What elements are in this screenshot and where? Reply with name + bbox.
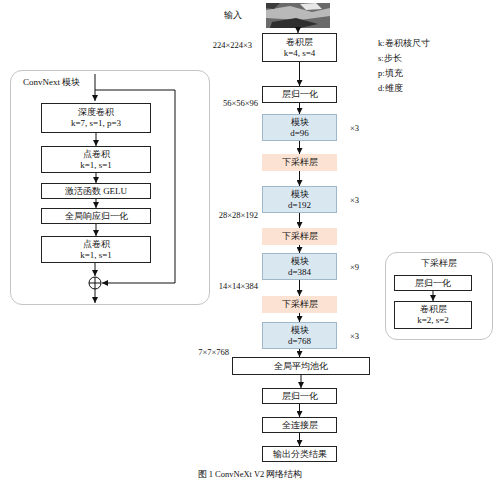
- norm-layer-box: 层归一化: [262, 388, 337, 404]
- flow-arrow: [96, 199, 97, 208]
- node-text: 层归一化: [282, 391, 318, 402]
- grn-box: 全局响应归一化: [41, 208, 151, 224]
- photo-patch: [270, 18, 318, 28]
- flow-arrow: [96, 173, 97, 183]
- repeat-count: ×9: [350, 262, 359, 273]
- flow-arrow: [96, 133, 97, 146]
- symbol-note: p:填充: [378, 68, 403, 79]
- add-symbol-bar: [95, 277, 96, 289]
- dimension-label: 56×56×96: [223, 98, 258, 109]
- node-text: 模块: [291, 189, 309, 200]
- node-text: d=192: [288, 200, 311, 211]
- module-box: 模块d=192: [262, 186, 337, 213]
- activation-box: 激活函数 GELU: [41, 183, 151, 199]
- flow-arrow: [299, 433, 300, 446]
- sum-arrow: [95, 262, 96, 276]
- conv-layer-box: 卷积层k=2, s=2: [394, 301, 472, 329]
- pointwise-conv-box: 点卷积k=1, s=1: [41, 236, 151, 263]
- flow-arrow: [433, 291, 434, 301]
- downsample-box: 下采样层: [262, 296, 337, 313]
- node-text: k=4, s=4: [284, 48, 316, 59]
- flow-arrow: [96, 224, 97, 236]
- input-label: 输入: [224, 10, 242, 21]
- photo-patch: [300, 3, 322, 10]
- input-photo: [266, 3, 330, 28]
- node-text: 模块: [291, 256, 309, 267]
- pointwise-conv-box: 点卷积k=1, s=1: [41, 146, 151, 173]
- flow-arrow: [299, 313, 300, 322]
- node-text: 全局响应归一化: [65, 211, 128, 222]
- node-text: 下采样层: [282, 299, 318, 310]
- flow-arrow: [299, 141, 300, 154]
- block-output-arrow: [95, 289, 96, 303]
- node-text: 模块: [291, 117, 309, 128]
- node-text: 下采样层: [282, 231, 318, 242]
- flow-arrow: [298, 28, 299, 33]
- node-text: 全局平均池化: [274, 361, 328, 372]
- flow-arrow: [299, 404, 300, 417]
- flow-arrow: [301, 375, 302, 388]
- node-text: 模块: [291, 325, 309, 336]
- photo-base: [266, 3, 330, 28]
- input-image: 输入: [266, 3, 330, 28]
- node-text: 层归一化: [415, 278, 451, 289]
- depthwise-conv-box: 深度卷积k=7, s=1, p=3: [41, 103, 151, 133]
- node-text: 卷积层: [420, 304, 447, 315]
- flow-arrow: [299, 62, 300, 86]
- repeat-count: ×3: [350, 123, 359, 134]
- flow-arrow: [299, 171, 300, 186]
- node-text: 激活函数 GELU: [65, 186, 127, 197]
- add-symbol: [89, 277, 101, 289]
- downsample-box: 下采样层: [262, 228, 337, 245]
- node-text: d=384: [288, 267, 311, 278]
- downsample-box: 下采样层: [262, 154, 337, 171]
- repeat-count: ×3: [350, 331, 359, 342]
- block-input-arrow: [95, 74, 96, 101]
- output-box: 输出分类结果: [262, 446, 337, 462]
- repeat-count: ×3: [350, 195, 359, 206]
- module-box: 模块d=768: [262, 322, 337, 349]
- module-box: 模块d=96: [262, 114, 337, 141]
- photo-patch: [266, 3, 280, 9]
- flow-arrow: [299, 245, 300, 253]
- flow-arrow: [299, 213, 300, 228]
- norm-layer-box: 层归一化: [394, 275, 472, 291]
- dimension-label: 28×28×192: [219, 210, 258, 221]
- node-text: 卷积层: [286, 37, 313, 48]
- node-text: 下采样层: [282, 157, 318, 168]
- norm-layer-box: 层归一化: [262, 86, 337, 103]
- flow-arrow: [299, 103, 300, 114]
- node-text: d=768: [288, 336, 311, 347]
- dimension-label: 14×14×384: [219, 281, 258, 292]
- node-text: d=96: [290, 128, 309, 139]
- fc-layer-box: 全连接层: [262, 417, 337, 433]
- node-text: k=1, s=1: [80, 160, 112, 171]
- symbol-note: s:步长: [378, 53, 402, 64]
- dimension-label: 7×7×768: [198, 347, 229, 358]
- module-panel: ConvNext 模块深度卷积k=7, s=1, p=3点卷积k=1, s=1激…: [10, 70, 210, 305]
- flow-arrow: [299, 280, 300, 296]
- node-text: k=1, s=1: [80, 250, 112, 261]
- node-text: 点卷积: [83, 149, 110, 160]
- flow-arrow: [299, 349, 300, 357]
- node-text: k=7, s=1, p=3: [71, 118, 121, 129]
- panel-title: ConvNext 模块: [23, 77, 80, 88]
- conv-layer-box: 卷积层k=4, s=4: [262, 33, 337, 62]
- node-text: k=2, s=2: [417, 315, 449, 326]
- node-text: 输出分类结果: [273, 449, 327, 460]
- node-text: 全连接层: [282, 420, 318, 431]
- symbol-note: k:卷积核尺寸: [378, 38, 430, 49]
- dimension-label: 224×224×3: [213, 40, 252, 51]
- module-box: 模块d=384: [262, 253, 337, 280]
- node-text: 深度卷积: [78, 107, 114, 118]
- downsample-panel: 下采样层层归一化卷积层k=2, s=2: [385, 252, 493, 340]
- figure-caption: 图 1 ConvNeXt V2 网络结构: [0, 469, 500, 480]
- node-text: 点卷积: [83, 239, 110, 250]
- pooling-box: 全局平均池化: [232, 357, 370, 375]
- panel-title: 下采样层: [386, 258, 492, 269]
- node-text: 层归一化: [282, 89, 318, 100]
- symbol-note: d:维度: [378, 83, 403, 94]
